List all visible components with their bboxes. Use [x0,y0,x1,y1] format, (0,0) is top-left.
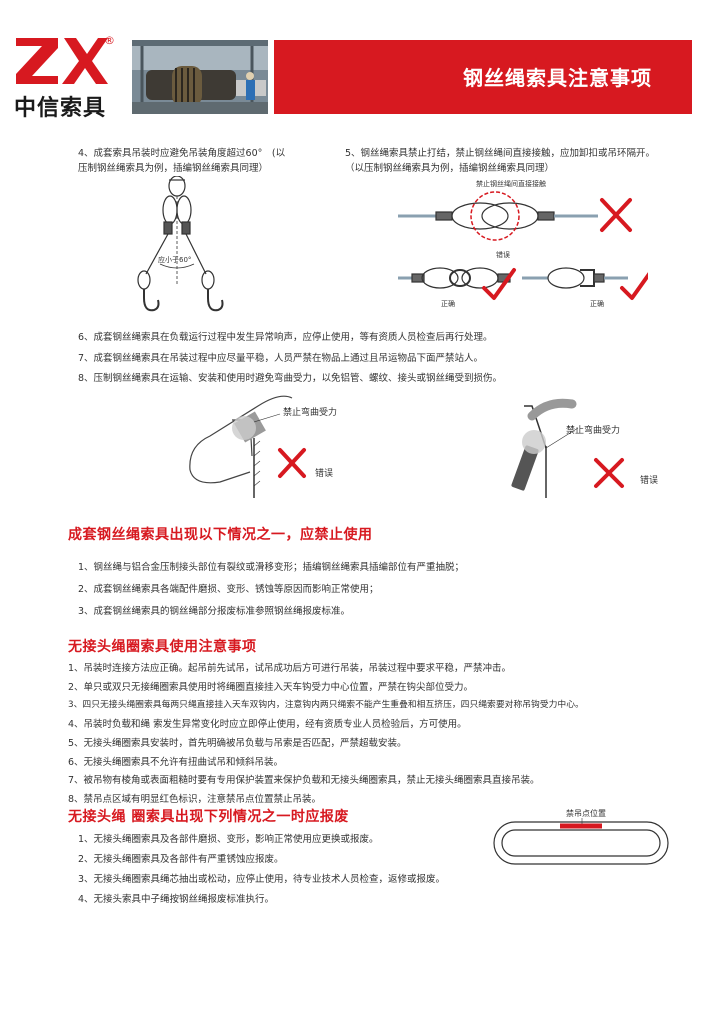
section-2-item-6: 6、无接头绳圈索具不允许有扭曲试吊和倾斜吊装。 [68,757,284,768]
section-2-item-3: 3、四只无接头绳圈索具每两只绳直接挂入天车双钩内，注意钩内两只绳索不能产生重叠和… [68,700,584,710]
registered-mark: ® [104,34,115,47]
loop-label: 禁吊点位置 [566,809,606,818]
section-2-item-2: 2、单只或双只无接绳圈索具使用时将绳圈直接挂入天车钩受力中心位置，严禁在钩尖部位… [68,682,474,693]
rule-6: 6、成套钢丝绳索具在负载运行过程中发生异常响声，应停止使用，等有资质人员检查后再… [78,332,493,343]
angle-label: 应小于60° [158,256,192,264]
section-2-item-7: 7、被吊物有棱角或表面粗糙时要有专用保护装置来保护负载和无接头绳圈索具，禁止无接… [68,775,540,786]
no-contact-banner: 禁止钢丝绳间直接接触 [476,180,546,188]
bend-right-wrong: 错误 [640,476,659,486]
header-bar: 钢丝绳索具注意事项 [274,40,692,114]
rule-4-text: 4、成套索具吊装时应避免吊装角度超过60° (以 压制钢丝绳索具为例，插编钢丝绳… [78,146,338,176]
section-1-item-2: 2、成套钢丝绳索具各端配件磨损、变形、锈蚀等原因而影响正常使用； [78,584,379,595]
section-3-item-4: 4、无接头索具中子绳按钢丝绳报废标准执行。 [78,894,275,905]
sling-angle-illustration [137,176,224,312]
page-title: 钢丝绳索具注意事项 [463,66,652,90]
bend-right-label: 禁止弯曲受力 [566,426,621,436]
rule-5-text: 5、钢丝绳索具禁止打结，禁止钢丝绳间直接接触，应加卸扣或吊环隔开。 （以压制钢丝… [345,146,695,176]
rule-5-line1: 5、钢丝绳索具禁止打结，禁止钢丝绳间直接接触，应加卸扣或吊环隔开。 [345,148,656,159]
section-1-item-3: 3、成套钢丝绳索具的钢丝绳部分报废标准参照钢丝绳报废标准。 [78,606,351,617]
rule-5-line2: （以压制钢丝绳索具为例，插编钢丝绳索具同理） [345,163,555,174]
header-photo [132,40,268,114]
knot-contact-illustration [398,191,648,300]
section-2-title: 无接头绳圈索具使用注意事项 [68,639,257,655]
section-2-item-8: 8、禁吊点区域有明显红色标识，注意禁吊点位置禁止吊装。 [68,794,322,805]
section-2-item-4: 4、吊装时负载和绳 索发生异常变化时应立即停止使用，经有资质专业人员检验后，方可… [68,719,467,730]
bend-left-wrong: 错误 [315,469,334,479]
section-3-item-2: 2、无接头绳圈索具及各部件有严重锈蚀应报废。 [78,854,284,865]
knot-wrong-label: 错误 [496,251,510,259]
rule-7: 7、成套钢丝绳索具在吊装过程中应尽量平稳，人员严禁在物品上通过且吊运物品下面严禁… [78,353,484,364]
section-1-title: 成套钢丝绳索具出现以下情况之一，应禁止使用 [68,527,373,543]
section-2-item-5: 5、无接头绳圈索具安装时，首先明确被吊负载与吊索是否匹配，严禁超载安装。 [68,738,407,749]
section-3-title: 无接头绳 圈索具出现下列情况之一时应报废 [68,809,349,825]
brand-name: 中信索具 [14,96,107,121]
section-3-item-1: 1、无接头绳圈索具及各部件磨损、变形，影响正常使用应更换或报废。 [78,834,379,845]
knot-right-label-1: 正确 [441,300,455,308]
section-2-item-1: 1、吊装时连接方法应正确。起吊前先试吊，试吊成功后方可进行吊装，吊装过程中要求平… [68,663,512,674]
rule-4-line2: 压制钢丝绳索具为例，插编钢丝绳索具同理） [78,163,269,174]
grommet-loop-illustration [493,818,669,865]
rule-4-line1: 4、成套索具吊装时应避免吊装角度超过60° (以 [78,148,286,159]
bend-left-illustration [189,395,306,498]
bend-right-illustration [511,398,624,498]
section-1-item-1: 1、钢丝绳与铝合金压制接头部位有裂纹或滑移变形；插编钢丝绳索具插编部位有严重抽脱… [78,562,465,573]
section-3-item-3: 3、无接头绳圈索具绳芯抽出或松动，应停止使用，待专业技术人员检查，返修或报废。 [78,874,446,885]
knot-right-label-2: 正确 [590,300,604,308]
brand-logo-icon [16,38,108,84]
rule-8: 8、压制钢丝绳索具在运输、安装和使用时避免弯曲受力，以免铝管、螺纹、接头或钢丝绳… [78,373,503,384]
bend-left-label: 禁止弯曲受力 [283,408,338,418]
